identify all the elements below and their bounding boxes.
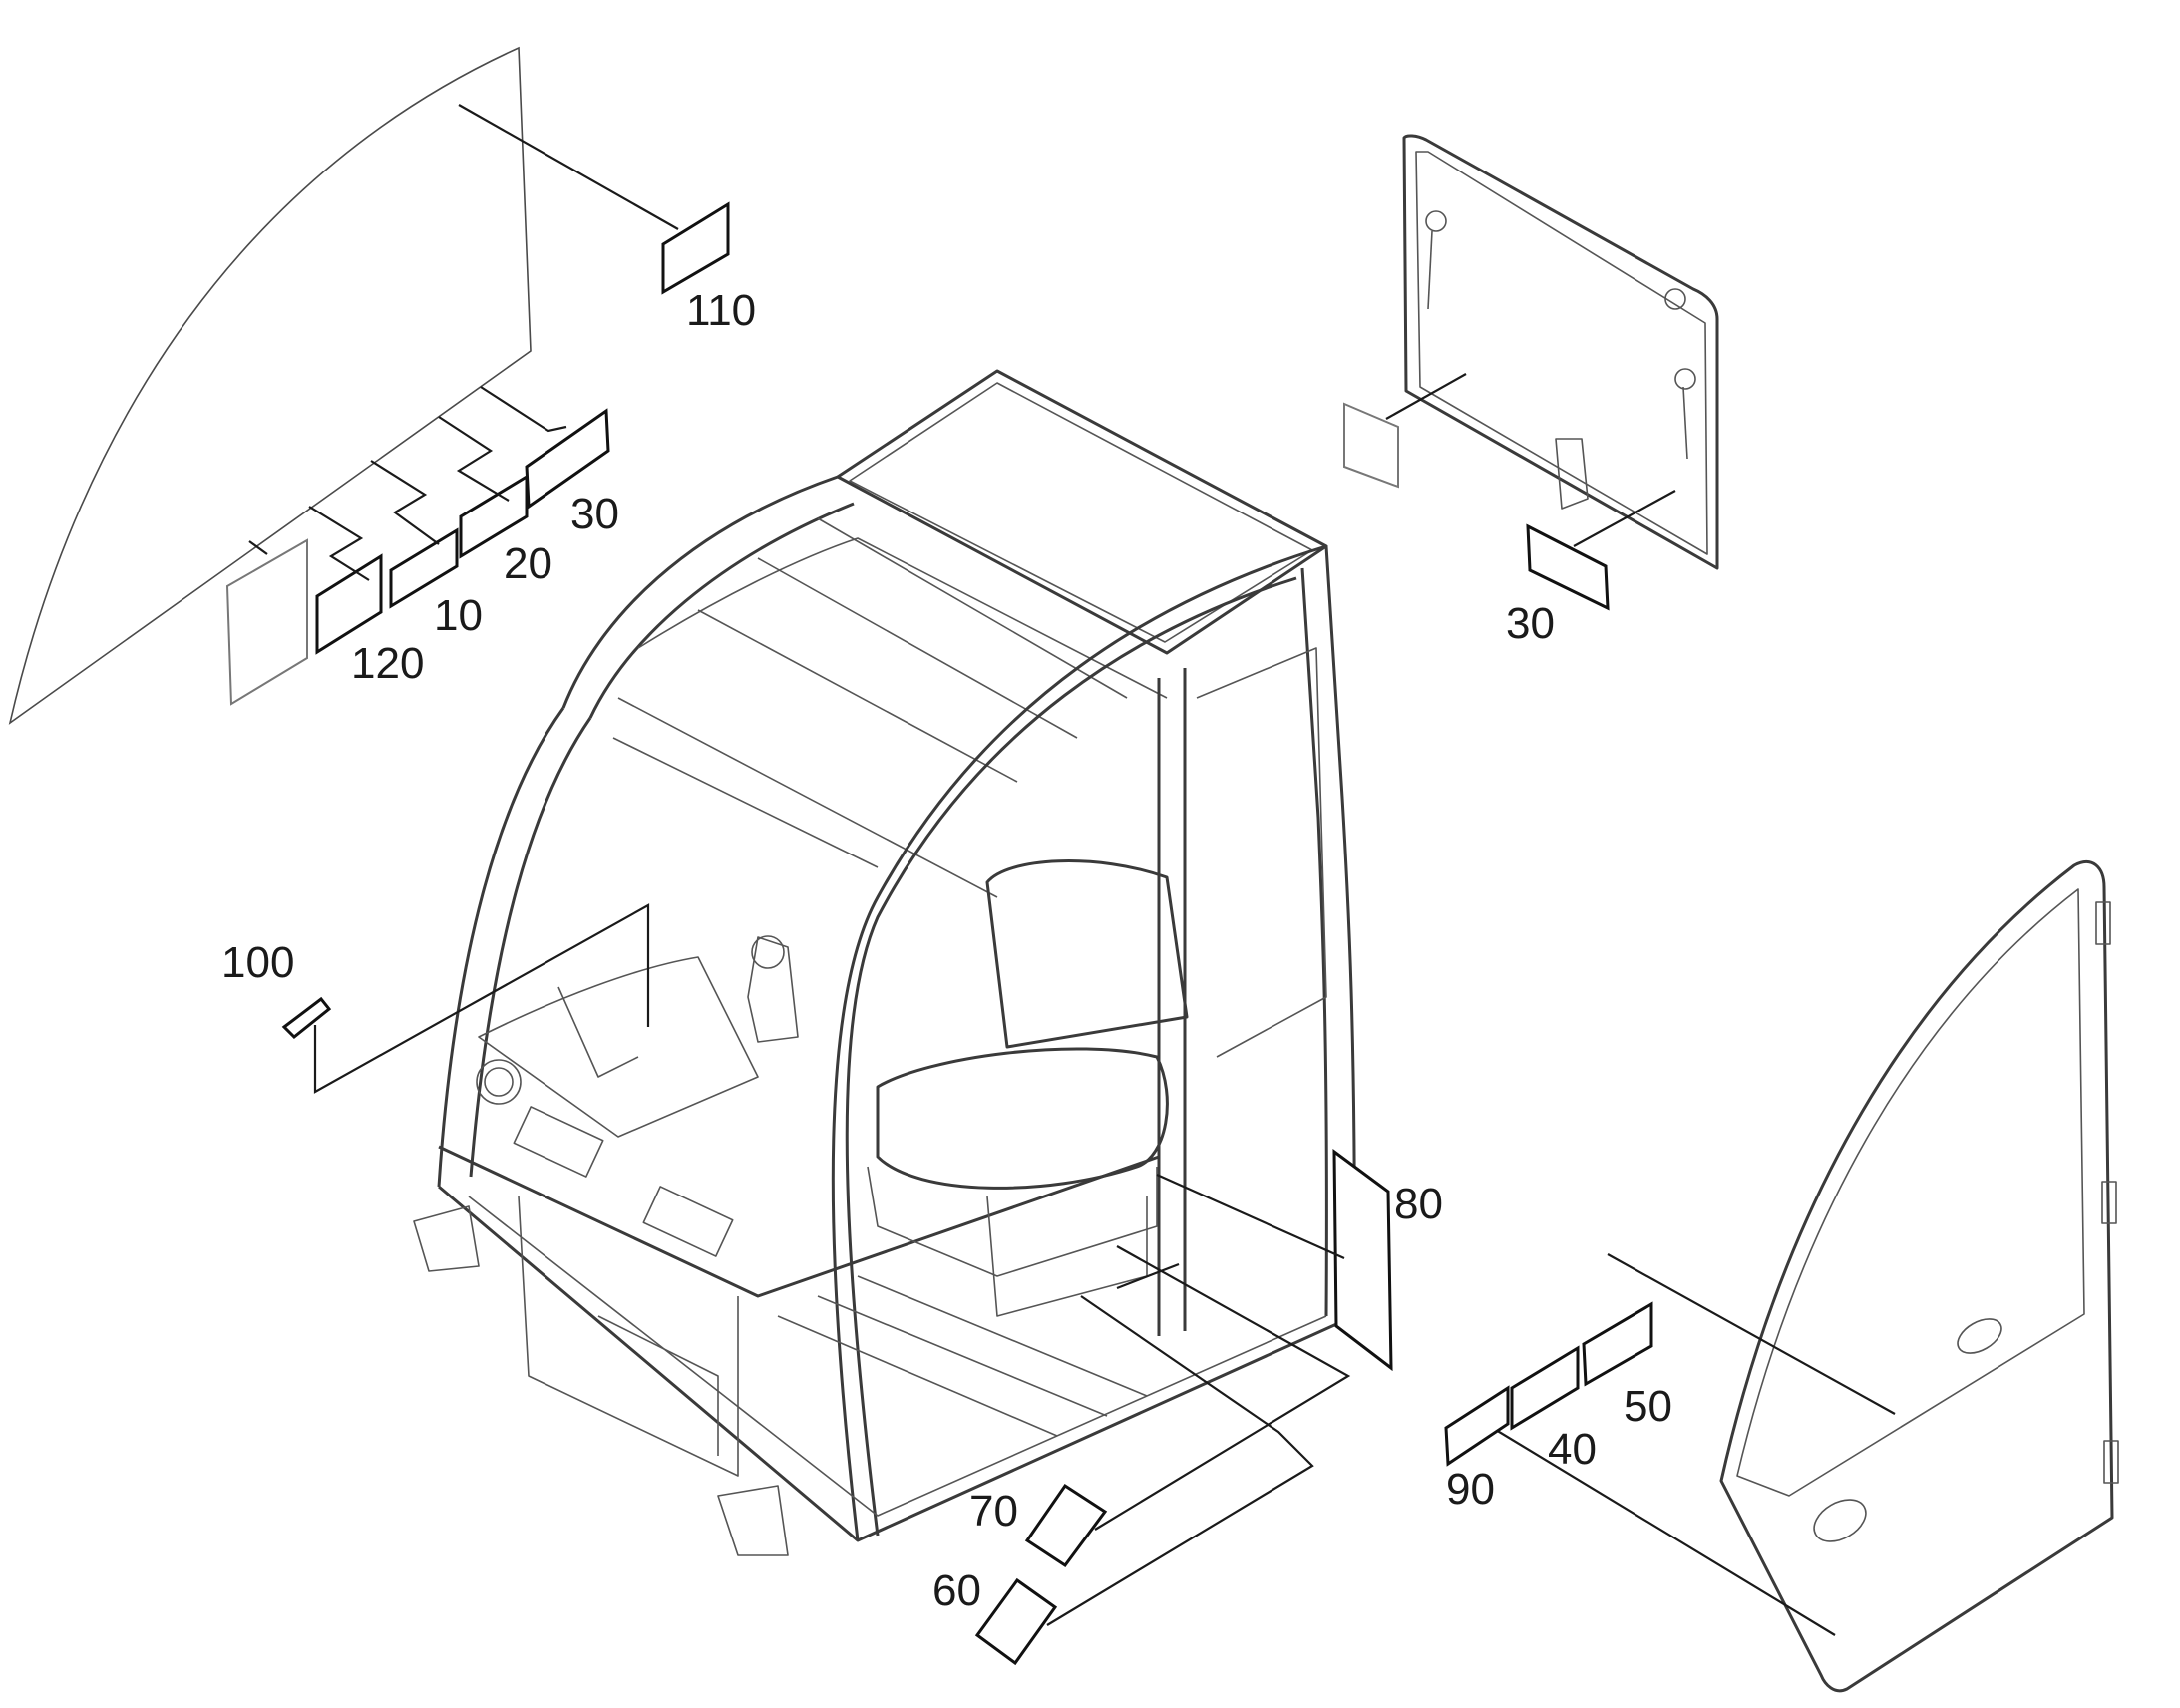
leader-70 bbox=[1094, 1245, 1351, 1531]
decal-10 bbox=[389, 527, 459, 609]
callout-60: 60 bbox=[932, 1566, 981, 1615]
callout-10: 10 bbox=[434, 591, 483, 640]
windscreen-leader-lines bbox=[248, 386, 567, 581]
callout-120: 120 bbox=[351, 639, 424, 688]
decal-100 bbox=[281, 996, 332, 1040]
leader-30-hatch bbox=[1573, 490, 1676, 547]
decal-20 bbox=[459, 474, 529, 559]
decal-40 bbox=[1510, 1345, 1580, 1431]
decal-110 bbox=[661, 201, 730, 295]
callout-20: 20 bbox=[504, 539, 552, 588]
callout-70: 70 bbox=[969, 1487, 1018, 1536]
roof-hatch bbox=[1402, 134, 1719, 570]
callout-40: 40 bbox=[1548, 1425, 1597, 1474]
callout-100: 100 bbox=[221, 938, 294, 987]
callout-80: 80 bbox=[1394, 1180, 1443, 1228]
decal-120 bbox=[315, 553, 383, 655]
windscreen-plain-panel bbox=[225, 538, 308, 706]
callout-30-windscreen: 30 bbox=[570, 490, 619, 538]
callout-110: 110 bbox=[686, 286, 756, 335]
leader-100 bbox=[313, 903, 650, 1094]
decal-80 bbox=[1332, 1148, 1393, 1372]
leader-80 bbox=[1156, 1173, 1345, 1260]
callout-50: 50 bbox=[1624, 1382, 1672, 1431]
decal-60 bbox=[974, 1577, 1058, 1666]
callout-30-hatch: 30 bbox=[1506, 599, 1555, 648]
callout-90: 90 bbox=[1446, 1465, 1495, 1514]
leader-door-window bbox=[1607, 1253, 1896, 1415]
roof-hatch-plain-panel bbox=[1343, 402, 1399, 489]
decal-70 bbox=[1024, 1483, 1108, 1568]
leader-60 bbox=[1046, 1295, 1314, 1626]
leader-floor bbox=[1116, 1262, 1180, 1290]
leader-110 bbox=[458, 104, 679, 230]
decal-50 bbox=[1582, 1301, 1653, 1387]
decal-30-hatch bbox=[1526, 523, 1610, 611]
leader-hatch-panel bbox=[1385, 373, 1467, 420]
decal-90 bbox=[1444, 1385, 1510, 1467]
cab-door bbox=[1719, 859, 2119, 1693]
cab-frame bbox=[413, 369, 1356, 1556]
front-windscreen-glass bbox=[8, 46, 532, 725]
leader-90-door bbox=[1485, 1423, 1836, 1636]
